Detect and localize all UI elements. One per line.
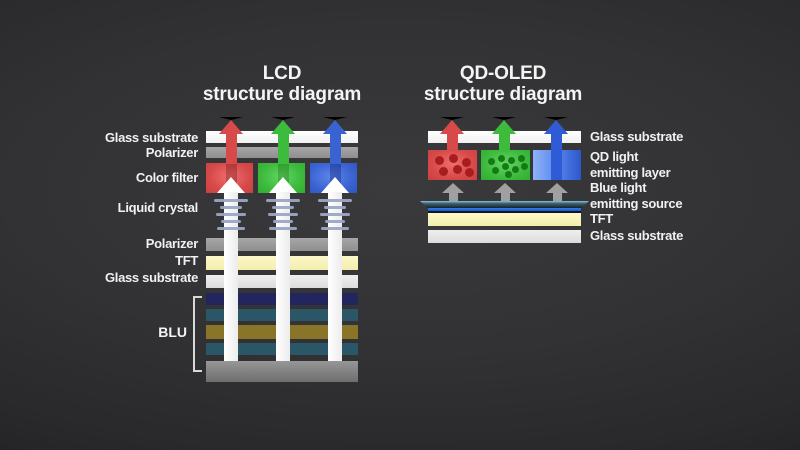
qd-gray-arrow-2-shaft [500,192,510,201]
qd-gray-arrow-3-icon [546,183,568,193]
qd-dot [508,157,515,164]
liquid-crystal-line [324,206,346,209]
qd-green-arrow-icon [492,117,516,134]
qd-oled-title-line1: QD-OLED [459,63,547,84]
qd-dot [465,168,474,177]
qd-gray-arrow-1-icon [442,183,464,193]
qd-red-arrow-icon [440,117,464,134]
lcd-label-polarizer-top: Polarizer [145,145,199,160]
qd-oled-title: QD-OLED structure diagram [393,63,613,105]
qd-green-arrow-shaft [498,130,510,151]
qd-emitting-green [481,150,530,180]
qd-dot [518,155,525,162]
liquid-crystal-line [221,220,241,223]
qd-layer-glass-substrate-bottom [428,230,581,243]
qd-label-qd-layer-line1: QD light [590,149,639,164]
qd-dot [435,156,444,165]
liquid-crystal-line [318,199,352,202]
lcd-label-polarizer-bottom: Polarizer [145,236,199,251]
qd-gray-arrow-2-icon [494,183,516,193]
lcd-label-glass-bottom: Glass substrate [104,270,198,285]
liquid-crystal-line [272,206,294,209]
lcd-green-arrow-icon [271,117,295,134]
qd-oled-title-line2: structure diagram [423,84,583,105]
blu-bracket [193,296,202,372]
qd-label-blue-source-line2: emitting source [590,196,683,211]
qd-gray-arrow-3-shaft [552,192,562,201]
lcd-label-color-filter: Color filter [135,170,198,185]
lcd-white-arrow-3-icon [321,177,349,193]
lcd-white-arrow-1-icon [217,177,245,193]
qd-red-arrow-shaft [446,130,458,151]
liquid-crystal-line [320,213,350,216]
lcd-white-arrow-3-shaft [328,192,342,361]
lcd-label-tft: TFT [175,253,198,268]
lcd-green-arrow-shaft [277,130,289,164]
qd-dot [462,158,471,167]
qd-dot [505,171,512,178]
lcd-white-arrow-1-shaft [224,192,238,361]
lcd-label-blu: BLU [158,324,187,340]
liquid-crystal-line [269,227,297,230]
liquid-crystal-line [216,213,246,216]
lcd-blue-arrow-icon [323,117,347,134]
liquid-crystal-line [266,199,300,202]
qd-dot [502,163,509,170]
qd-label-qd-layer: QD light emitting layer [590,149,671,181]
qd-dot [488,158,495,165]
qd-blue-arrow-icon [544,117,568,134]
lcd-red-arrow-shaft [225,130,237,164]
qd-label-qd-layer-line2: emitting layer [590,165,671,180]
liquid-crystal-line [217,227,245,230]
lcd-white-arrow-2-shaft [276,192,290,361]
qd-label-blue-source: Blue light emitting source [590,180,683,212]
lcd-label-liquid-crystal: Liquid crystal [117,200,199,215]
qd-emitting-red [428,150,477,180]
qd-dot [492,167,499,174]
qd-label-glass-bottom: Glass substrate [590,228,684,243]
lcd-title-line1: LCD [262,63,302,84]
qd-gray-arrow-1-shaft [448,192,458,201]
liquid-crystal-line [268,213,298,216]
qd-label-glass-top: Glass substrate [590,129,684,144]
qd-layer-blue-light-source [420,201,589,208]
qd-dot [498,155,505,162]
qd-layer-blue-light-line [428,208,581,211]
liquid-crystal-line [273,220,293,223]
liquid-crystal-line [214,199,248,202]
liquid-crystal-line [321,227,349,230]
qd-dot [449,154,458,163]
lcd-label-glass-top: Glass substrate [104,130,198,145]
qd-blue-arrow-shaft [550,130,562,180]
lcd-title: LCD structure diagram [172,63,392,105]
qd-dot [453,165,462,174]
liquid-crystal-line [325,220,345,223]
qd-dot [439,167,448,176]
qd-label-blue-source-line1: Blue light [590,180,647,195]
lcd-white-arrow-2-icon [269,177,297,193]
liquid-crystal-line [220,206,242,209]
qd-dot [512,166,519,173]
qd-label-tft: TFT [590,211,613,226]
qd-layer-tft [428,213,581,226]
lcd-title-line2: structure diagram [202,84,362,105]
lcd-red-arrow-icon [219,117,243,134]
qd-dot [521,163,528,170]
lcd-blu-layer-base [206,361,358,382]
lcd-blue-arrow-shaft [329,130,341,164]
qd-layer-separator [428,211,581,213]
